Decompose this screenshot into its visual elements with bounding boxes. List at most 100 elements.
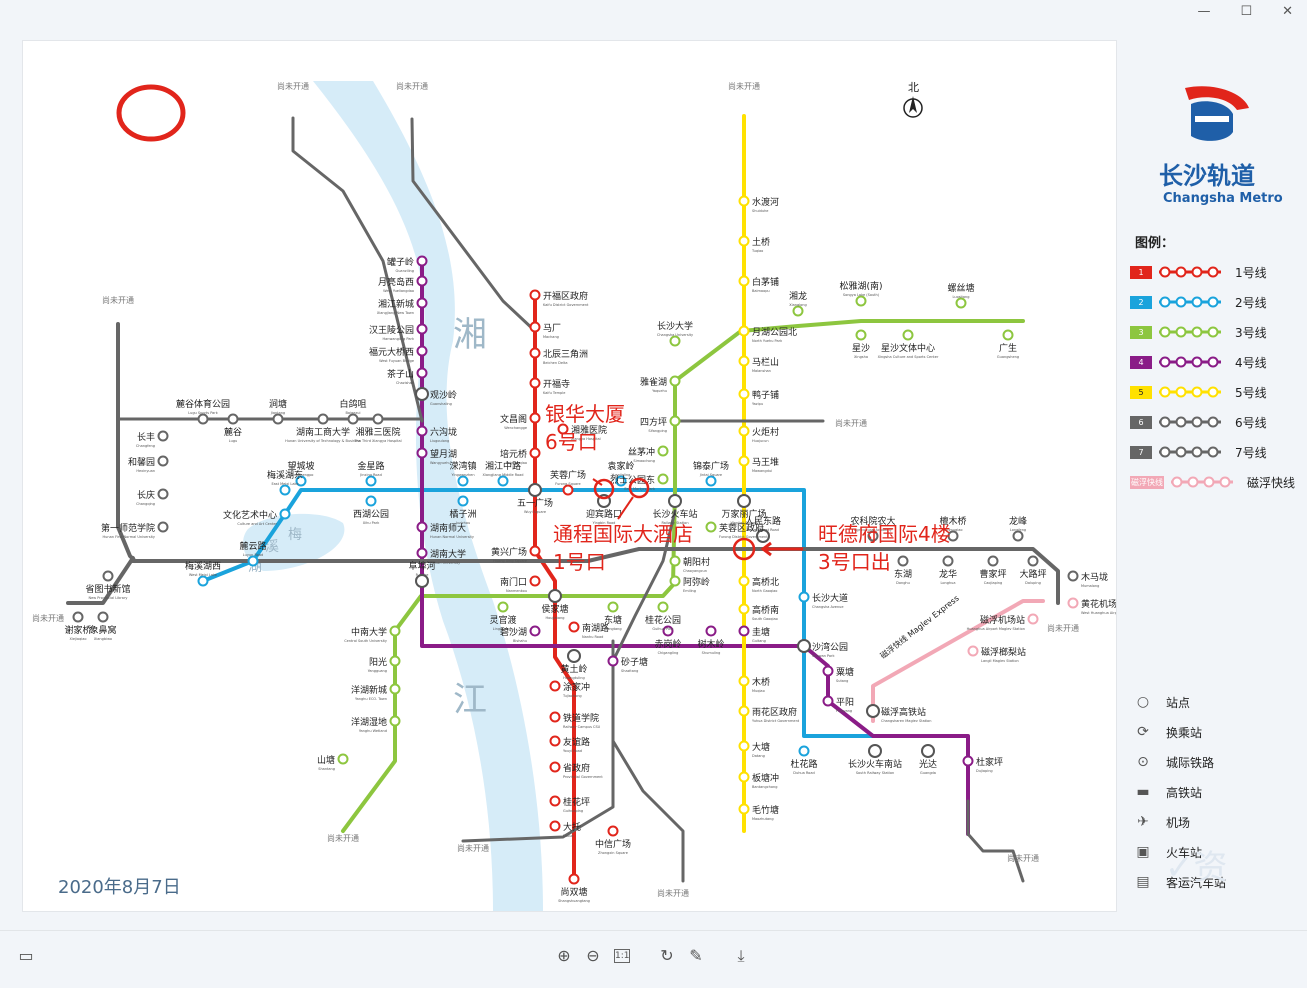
station-label-85: 杜家坪 [976,756,1003,768]
station-label-en-83: Pingyang [836,709,852,713]
metro-logo-icon [1185,86,1249,141]
station-label-en-72: Guanshaling [430,402,452,406]
station-106 [372,413,384,425]
station-label-en-53: Lingguandu [493,627,514,631]
station-label-en-104: Lugu [229,439,238,443]
station-label-30: 橘子洲 [449,509,476,520]
legend-badge-5: 5 [1130,385,1152,399]
maximize-icon[interactable]: ☐ [1240,4,1253,19]
station-28 [365,495,377,507]
station-label-en-51: Guihua Park [652,627,674,631]
not-open-label-0: 尚未开通 [277,81,309,91]
station-label-en-15: Railway Campus CSU [563,725,601,729]
metro-line-2 [201,488,950,738]
rotate-button[interactable]: ↻ [660,946,674,965]
station-21 [568,873,580,885]
download-button[interactable]: ⤓ [737,946,745,965]
edit-button[interactable]: ✎ [689,946,703,965]
station-122 [1067,597,1079,609]
transfer-station-37 [756,529,770,543]
station-label-91: 鸭子铺 [752,389,779,401]
legend-label-7: 7号线 [1235,445,1267,460]
station-label-24: 文化艺术中心 [223,509,277,521]
station-label-en-74: Wangyuehu [430,461,451,465]
station-label-38: 长沙大道 [812,592,848,604]
station-label-en-24: Culture and Art Center [237,522,277,526]
station-label-58: 洋湖湿地 [351,716,387,728]
legend-label-1: 1号线 [1235,265,1267,280]
thumbnail-toggle-button[interactable]: ▭ [18,946,34,965]
bus-station-icon: ▤ [1136,874,1150,890]
close-icon[interactable]: ✕ [1282,4,1293,19]
station-label-en-7: Furong Square [555,482,580,486]
legend-swatch-7 [1159,446,1221,458]
transfer-station-72 [415,387,429,401]
station-label-en-117: Donghu [896,581,910,585]
station-label-36: 万家丽广场 [721,508,766,520]
station-121 [1067,570,1079,582]
station-label-en-67: West Yueliangdao [383,289,414,293]
station-7 [562,484,574,496]
station-label-104: 麓谷 [224,426,242,438]
station-label-21: 尚双塘 [560,886,587,898]
station-40 [798,745,810,757]
station-label-100: 毛竹塘 [752,804,779,816]
map-date: 2020年8月7日 [58,877,181,898]
legend-swatch-5 [1159,386,1221,398]
station-label-en-76: Hunan University [430,561,460,565]
legend-symbol-1: ⟳换乘站 [1130,717,1305,747]
station-35 [705,475,717,487]
station-label-en-70: West Fuyuan Bridge [379,359,414,363]
zoom-out-button[interactable]: ⊖ [586,946,600,965]
station-label-en-79: Chigangling [658,651,679,655]
station-46 [657,445,669,457]
station-label-en-48: Furong District Government [719,535,768,539]
station-label-en-123: Huanghua Airport Maglev Station [967,627,1025,631]
legend-symbol-0: ○站点 [1130,687,1305,717]
station-58 [389,715,401,727]
station-79 [662,625,674,637]
station-label-82: 粟塘 [836,666,854,678]
annotation-arrow-2 [617,496,634,520]
station-76 [416,547,428,559]
station-97 [738,705,750,717]
metro-line-7 [116,322,137,563]
station-label-en-124: Langli Maglev Station [981,659,1019,663]
station-5 [557,423,569,435]
station-29 [457,475,469,487]
station-label-en-39: Shawan Park [812,654,835,658]
not-open-label-1: 尚未开通 [396,81,428,91]
metro-line-9 [410,117,537,333]
station-104 [227,413,239,425]
station-label-87: 土桥 [752,236,770,248]
station-label-52: 东塘 [604,614,622,626]
station-label-18: 桂花坪 [563,796,590,808]
legend-symbol-4: ✈机场 [1130,807,1305,837]
station-label-en-73: Liugoulong [430,439,449,443]
station-label-15: 铁道学院 [563,712,599,724]
station-label-en-111: New Provincial Library [89,596,128,600]
legend-swatch-4 [1159,356,1221,368]
legend-symbol-label-6: 客运汽车站 [1166,875,1227,890]
station-label-26: 望城坡 [287,460,314,472]
station-25 [279,484,291,496]
actual-size-button[interactable]: 1:1 [614,949,630,963]
station-label-83: 平阳 [836,697,854,708]
minimize-icon[interactable]: — [1197,4,1211,19]
legend-label-2: 2号线 [1235,295,1267,310]
station-label-en-33: Yuanjialing [612,473,631,477]
station-label-75: 湖南师大 [430,522,466,534]
legend-badge-6: 6 [1130,415,1152,429]
station-label-en-75: Hunan Normal University [430,535,474,539]
station-85 [962,755,974,767]
station-label-en-9: Huang Xing Square [493,559,527,563]
zoom-in-button[interactable]: ⊕ [557,946,571,965]
station-95 [738,603,750,615]
station-label-en-120: Daluping [1025,581,1041,585]
station-label-en-122: West Huanghua Airport [1081,611,1116,615]
station-52 [607,601,619,613]
station-label-120: 大路坪 [1019,568,1046,580]
station-69 [416,323,428,335]
metro-line-8 [291,116,424,423]
annotation-exit-6: 6号口 [545,430,598,454]
